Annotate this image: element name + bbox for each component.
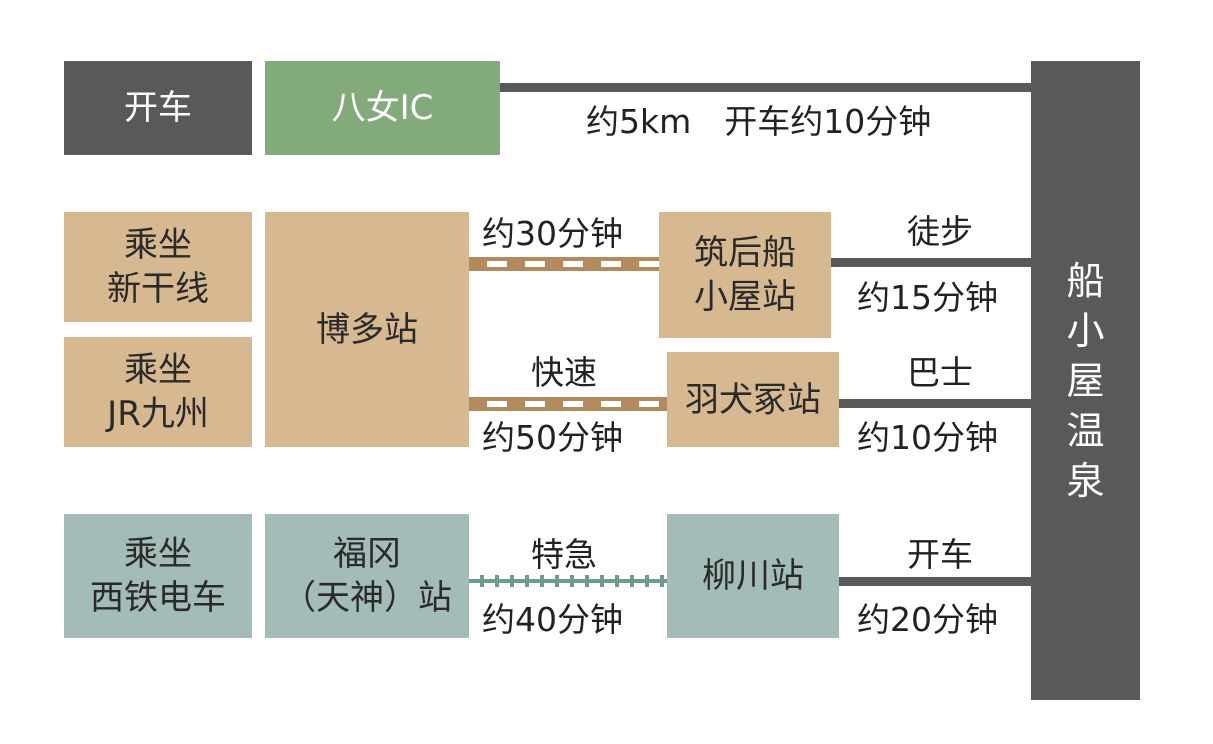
station-fukuoka-line2: （天神）站 <box>282 578 452 618</box>
destination-char-5: 泉 <box>1066 458 1105 503</box>
route-info-car: 约5km 开车约10分钟 <box>586 102 932 141</box>
station-chikugo-line1: 筑后船 <box>694 233 796 273</box>
mode-shinkansen-label: 乘坐 新干线 <box>64 212 252 322</box>
station-yanagawa: 柳川站 <box>667 514 839 638</box>
rail-line-route-b <box>469 397 667 411</box>
mode-nishitetsu-line1: 乘坐 <box>124 534 192 574</box>
yanagawa-mode: 开车 <box>907 535 973 574</box>
route-a-time: 约30分钟 <box>482 214 623 253</box>
station-chikugo-funagoya: 筑后船 小屋站 <box>659 212 831 338</box>
nishitetsu-time: 约40分钟 <box>482 600 623 639</box>
bus-mode: 巴士 <box>907 353 973 392</box>
route-b-time: 约50分钟 <box>482 418 623 457</box>
station-fukuoka-tenjin: 福冈 （天神）站 <box>265 514 469 638</box>
mode-shinkansen-line1: 乘坐 <box>124 225 192 265</box>
station-hainuzuka: 羽犬冢站 <box>667 352 839 447</box>
station-hainuzuka-text: 羽犬冢站 <box>685 379 821 420</box>
mode-jr-line1: 乘坐 <box>124 350 192 390</box>
rail-line-nishitetsu <box>469 575 667 587</box>
mode-nishitetsu-label: 乘坐 西铁电车 <box>64 514 252 638</box>
destination-char-4: 温 <box>1066 408 1105 453</box>
nishitetsu-type: 特急 <box>531 535 597 574</box>
route-b-type: 快速 <box>531 353 597 392</box>
destination-char-2: 小 <box>1066 308 1105 353</box>
route-line-car <box>500 83 1031 92</box>
station-hakata-text: 博多站 <box>316 309 418 350</box>
mode-jr-label: 乘坐 JR九州 <box>64 337 252 447</box>
mode-car-label: 开车 <box>64 61 252 155</box>
bus-line <box>839 399 1031 408</box>
station-hakata: 博多站 <box>265 212 469 447</box>
station-yanagawa-text: 柳川站 <box>702 556 804 596</box>
mode-nishitetsu-line2: 西铁电车 <box>90 578 226 618</box>
destination-char-1: 船 <box>1066 258 1105 303</box>
bus-time: 约10分钟 <box>857 418 998 457</box>
station-chikugo-line2: 小屋站 <box>694 277 796 317</box>
mode-car-text: 开车 <box>124 88 192 128</box>
destination-funagoya-onsen: 船 小 屋 温 泉 <box>1031 61 1140 700</box>
yanagawa-time: 约20分钟 <box>857 600 998 639</box>
walk-mode: 徒步 <box>907 212 973 251</box>
mode-jr-line2: JR九州 <box>107 394 209 434</box>
station-fukuoka-line1: 福冈 <box>333 534 401 574</box>
mode-shinkansen-line2: 新干线 <box>107 269 209 309</box>
origin-yame-ic-text: 八女IC <box>331 88 434 128</box>
walk-time: 约15分钟 <box>857 278 998 317</box>
destination-char-3: 屋 <box>1066 358 1105 403</box>
origin-yame-ic: 八女IC <box>265 61 500 155</box>
car-line-yanagawa <box>839 577 1031 586</box>
rail-line-route-a <box>469 257 659 271</box>
walk-line <box>831 258 1031 267</box>
